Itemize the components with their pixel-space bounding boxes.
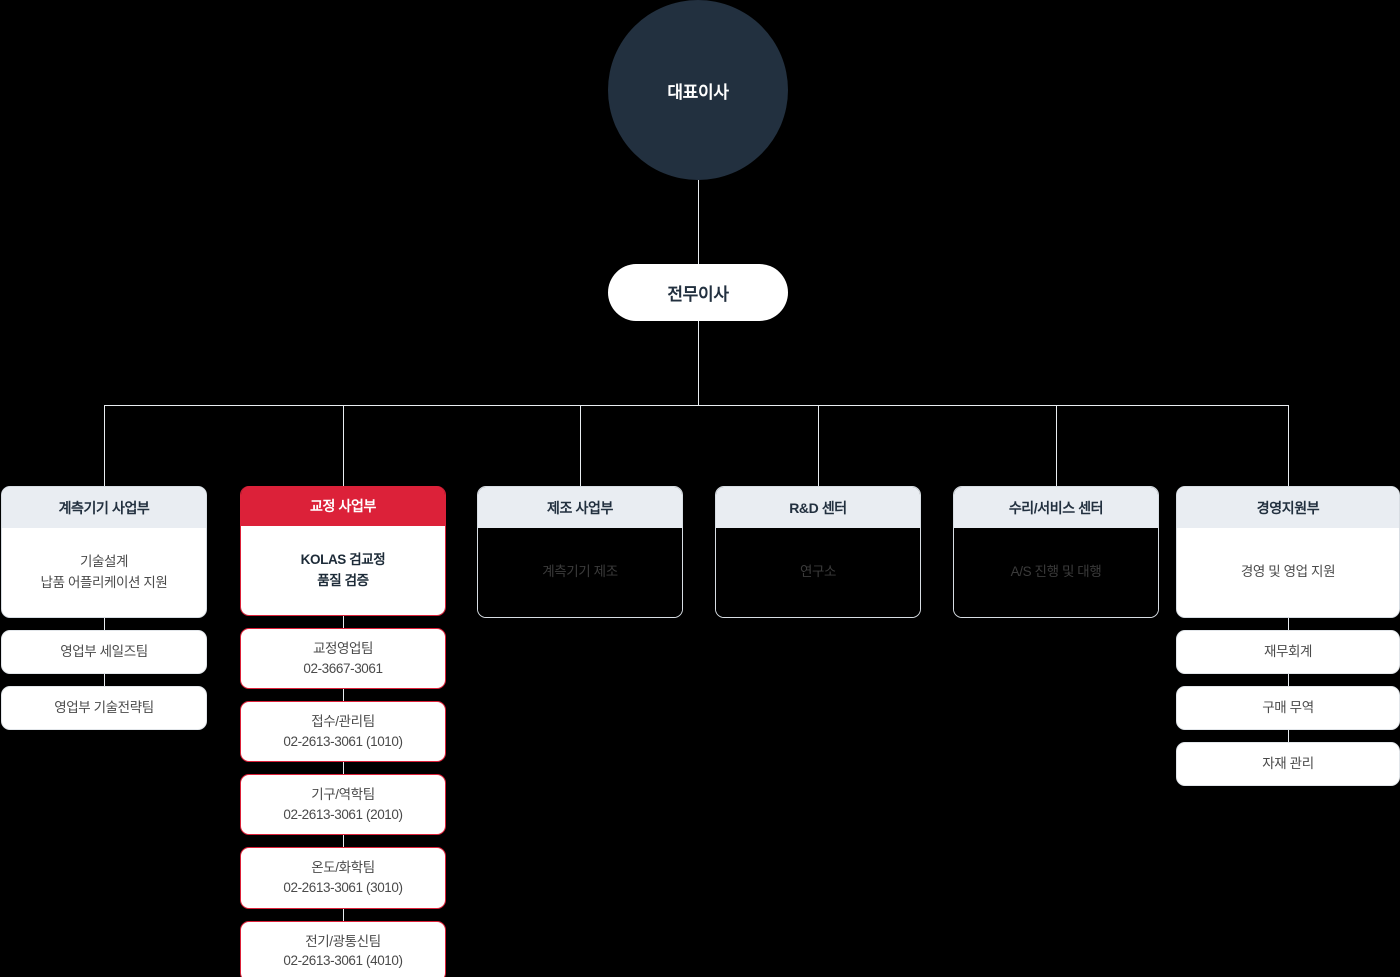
department-body-calibration-division: KOLAS 검교정 품질 검증 bbox=[241, 526, 445, 615]
department-card-calibration-division[interactable]: 교정 사업부 KOLAS 검교정 품질 검증 bbox=[240, 486, 446, 616]
sub-card-tech-strategy-team[interactable]: 영업부 기술전략팀 bbox=[1, 686, 207, 730]
connector-drop-calibration-division bbox=[343, 405, 344, 486]
sub-card-electric-optical-comm-team[interactable]: 전기/광통신팀 02-2613-3061 (4010) bbox=[240, 920, 446, 977]
sub-card-line2: 02-2613-3061 (2010) bbox=[283, 806, 403, 822]
sub-card-line2: 02-2613-3061 (4010) bbox=[283, 953, 403, 969]
connector-drop-manufacturing-division bbox=[580, 405, 581, 486]
node-executive[interactable]: 전무이사 bbox=[608, 264, 788, 321]
department-card-rnd-center[interactable]: R&D 센터 연구소 bbox=[715, 486, 921, 618]
department-card-manufacturing-division[interactable]: 제조 사업부 계측기기 제조 bbox=[477, 486, 683, 618]
connector-sub bbox=[342, 835, 344, 848]
sub-card-temperature-chemistry-team[interactable]: 온도/화학팀 02-2613-3061 (3010) bbox=[240, 847, 446, 909]
sub-card-line1: 영업부 기술전략팀 bbox=[54, 700, 154, 716]
sub-card-line1: 구매 무역 bbox=[1262, 700, 1314, 716]
connector-sub bbox=[342, 689, 344, 702]
connector-executive-to-bus bbox=[698, 321, 699, 405]
department-title-rnd-center: R&D 센터 bbox=[716, 487, 920, 528]
department-title-calibration-division: 교정 사업부 bbox=[241, 486, 445, 526]
department-title-manufacturing-division: 제조 사업부 bbox=[478, 487, 682, 528]
sub-card-reception-management-team[interactable]: 접수/관리팀 02-2613-3061 (1010) bbox=[240, 701, 446, 763]
sub-card-material-management[interactable]: 자재 관리 bbox=[1176, 742, 1400, 786]
sub-card-line2: 02-2613-3061 (1010) bbox=[283, 733, 403, 749]
sub-card-purchasing-trade[interactable]: 구매 무역 bbox=[1176, 686, 1400, 730]
connector-sub bbox=[103, 674, 105, 686]
sub-card-line1: 영업부 세일즈팀 bbox=[60, 644, 148, 660]
sub-card-line2: 02-2613-3061 (3010) bbox=[283, 879, 403, 895]
sub-card-finance-accounting[interactable]: 재무회계 bbox=[1176, 630, 1400, 674]
sub-list-calibration-division: 교정영업팀 02-3667-3061 접수/관리팀 02-2613-3061 (… bbox=[240, 616, 446, 977]
department-body-line2: 품질 검증 bbox=[317, 572, 369, 588]
sub-card-sales-team[interactable]: 영업부 세일즈팀 bbox=[1, 630, 207, 674]
sub-card-line2: 02-3667-3061 bbox=[303, 660, 383, 676]
sub-card-mechanics-dynamics-team[interactable]: 기구/역학팀 02-2613-3061 (2010) bbox=[240, 774, 446, 836]
connector-drop-repair-service-center bbox=[1056, 405, 1057, 486]
department-column-calibration-division: 교정 사업부 KOLAS 검교정 품질 검증 교정영업팀 02-3667-306… bbox=[240, 486, 446, 977]
connector-drop-rnd-center bbox=[818, 405, 819, 486]
sub-card-line1: 접수/관리팀 bbox=[311, 714, 375, 730]
sub-card-line1: 기구/역학팀 bbox=[311, 787, 375, 803]
department-body-rnd-center: 연구소 bbox=[716, 528, 920, 617]
connector-sub bbox=[103, 618, 105, 630]
connector-sub bbox=[342, 908, 344, 921]
connector-ceo-to-executive bbox=[698, 180, 699, 264]
sub-card-line1: 전기/광통신팀 bbox=[305, 933, 381, 949]
node-ceo[interactable]: 대표이사 bbox=[608, 0, 788, 180]
sub-card-calibration-sales-team[interactable]: 교정영업팀 02-3667-3061 bbox=[240, 628, 446, 690]
node-executive-label: 전무이사 bbox=[667, 285, 729, 304]
department-body-line1: KOLAS 검교정 bbox=[300, 552, 386, 568]
department-column-rnd-center: R&D 센터 연구소 bbox=[715, 486, 921, 618]
connector-sub bbox=[1287, 730, 1289, 742]
connector-sub bbox=[1287, 618, 1289, 630]
department-title-management-support: 경영지원부 bbox=[1177, 487, 1399, 528]
department-column-repair-service-center: 수리/서비스 센터 A/S 진행 및 대행 bbox=[953, 486, 1159, 618]
connector-sub bbox=[342, 762, 344, 775]
connector-sub bbox=[342, 616, 344, 628]
department-card-measuring-instrument-division[interactable]: 계측기기 사업부 기술설계 납품 어플리케이션 지원 bbox=[1, 486, 207, 618]
sub-list-measuring-instrument-division: 영업부 세일즈팀 영업부 기술전략팀 bbox=[1, 618, 207, 730]
department-body-measuring-instrument-division: 기술설계 납품 어플리케이션 지원 bbox=[2, 528, 206, 617]
department-column-measuring-instrument-division: 계측기기 사업부 기술설계 납품 어플리케이션 지원 영업부 세일즈팀 영업부 … bbox=[1, 486, 207, 730]
node-ceo-label: 대표이사 bbox=[667, 82, 729, 102]
connector-drop-management-support bbox=[1288, 405, 1289, 486]
department-column-management-support: 경영지원부 경영 및 영업 지원 재무회계 구매 무역 자재 관리 bbox=[1176, 486, 1400, 786]
connector-horizontal-bus bbox=[104, 405, 1289, 406]
department-body-line2: 납품 어플리케이션 지원 bbox=[40, 574, 168, 590]
department-card-management-support[interactable]: 경영지원부 경영 및 영업 지원 bbox=[1176, 486, 1400, 618]
sub-card-line1: 교정영업팀 bbox=[312, 641, 374, 656]
sub-card-line1: 자재 관리 bbox=[1262, 756, 1314, 772]
connector-sub bbox=[1287, 674, 1289, 686]
department-body-manufacturing-division: 계측기기 제조 bbox=[478, 528, 682, 617]
sub-card-line1: 재무회계 bbox=[1263, 644, 1313, 660]
department-body-management-support: 경영 및 영업 지원 bbox=[1177, 528, 1399, 617]
sub-card-line1: 온도/화학팀 bbox=[311, 860, 375, 876]
department-body-repair-service-center: A/S 진행 및 대행 bbox=[954, 528, 1158, 617]
department-body-line1: 기술설계 bbox=[79, 554, 129, 570]
department-column-manufacturing-division: 제조 사업부 계측기기 제조 bbox=[477, 486, 683, 618]
connector-drop-measuring-instrument-division bbox=[104, 405, 105, 486]
department-card-repair-service-center[interactable]: 수리/서비스 센터 A/S 진행 및 대행 bbox=[953, 486, 1159, 618]
sub-list-management-support: 재무회계 구매 무역 자재 관리 bbox=[1176, 618, 1400, 786]
department-title-repair-service-center: 수리/서비스 센터 bbox=[954, 487, 1158, 528]
department-title-measuring-instrument-division: 계측기기 사업부 bbox=[2, 487, 206, 528]
